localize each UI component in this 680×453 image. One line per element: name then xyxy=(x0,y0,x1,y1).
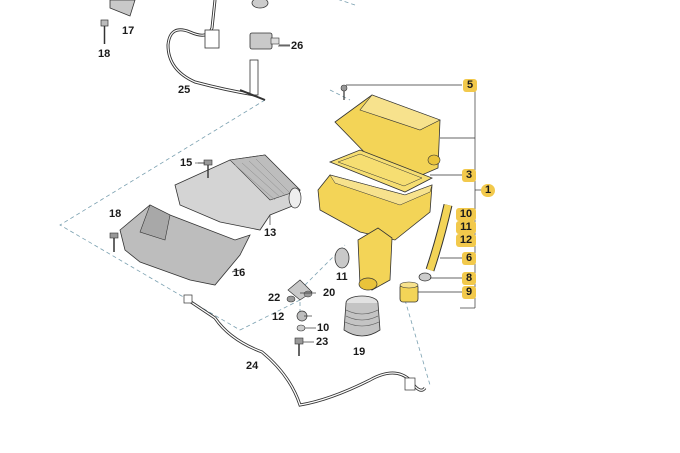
callout-13: 13 xyxy=(264,227,277,239)
clamp-part-8 xyxy=(418,272,432,282)
callout-20: 20 xyxy=(323,287,336,299)
top-fitting xyxy=(251,0,269,9)
callout-6-highlighted: 6 xyxy=(462,252,476,265)
callout-18-top: 18 xyxy=(98,48,111,60)
callout-17: 17 xyxy=(122,25,135,37)
washer-part-10 xyxy=(296,324,306,332)
callout-18-left: 18 xyxy=(109,208,122,220)
callout-26: 26 xyxy=(291,40,304,52)
callout-15: 15 xyxy=(180,157,193,169)
valve-part-26 xyxy=(249,32,290,50)
bolt-part-18-left xyxy=(109,232,119,252)
callout-10: 10 xyxy=(317,322,330,334)
dash-leader-5 xyxy=(404,299,431,386)
callout-25: 25 xyxy=(178,84,191,96)
bolt-part-23 xyxy=(294,337,304,356)
callout-12-highlighted: 12 xyxy=(456,234,476,247)
callout-leaders xyxy=(198,45,482,343)
dash-leader-2 xyxy=(59,99,266,331)
bracket-part-16 xyxy=(119,204,251,286)
callout-16: 16 xyxy=(233,267,246,279)
callout-11-highlighted: 11 xyxy=(456,221,476,234)
grommet-part-11 xyxy=(334,247,350,269)
bracket-part-17 xyxy=(109,0,136,17)
callout-9-highlighted: 9 xyxy=(462,286,476,299)
dash-leader-1 xyxy=(329,89,351,101)
dash-leader-4 xyxy=(299,244,346,291)
callout-10-highlighted: 10 xyxy=(456,208,476,221)
vacuum-hose-part-25 xyxy=(166,0,266,101)
callout-8-highlighted: 8 xyxy=(462,272,476,285)
callout-12: 12 xyxy=(272,311,285,323)
screw-part-5 xyxy=(340,84,348,100)
air-filter-housing-part-1 xyxy=(317,94,441,291)
hose-part-6 xyxy=(425,203,453,272)
callout-19: 19 xyxy=(353,346,366,358)
callout-24: 24 xyxy=(246,360,259,372)
callout-11: 11 xyxy=(336,271,348,283)
callout-3-highlighted: 3 xyxy=(462,169,476,182)
callout-1-highlighted: 1 xyxy=(481,184,495,197)
callout-5-highlighted: 5 xyxy=(463,79,477,92)
bolt-part-18-top xyxy=(100,19,109,44)
air-duct-part-13 xyxy=(174,154,302,231)
valve-part-9 xyxy=(399,281,419,303)
callout-22: 22 xyxy=(268,292,281,304)
bracket-part-20 xyxy=(287,279,313,301)
vacuum-line-part-24 xyxy=(183,294,427,407)
nut-part-22 xyxy=(286,295,296,303)
bellows-part-19 xyxy=(343,295,381,337)
dash-leader-6 xyxy=(338,0,356,6)
callout-23: 23 xyxy=(316,336,329,348)
